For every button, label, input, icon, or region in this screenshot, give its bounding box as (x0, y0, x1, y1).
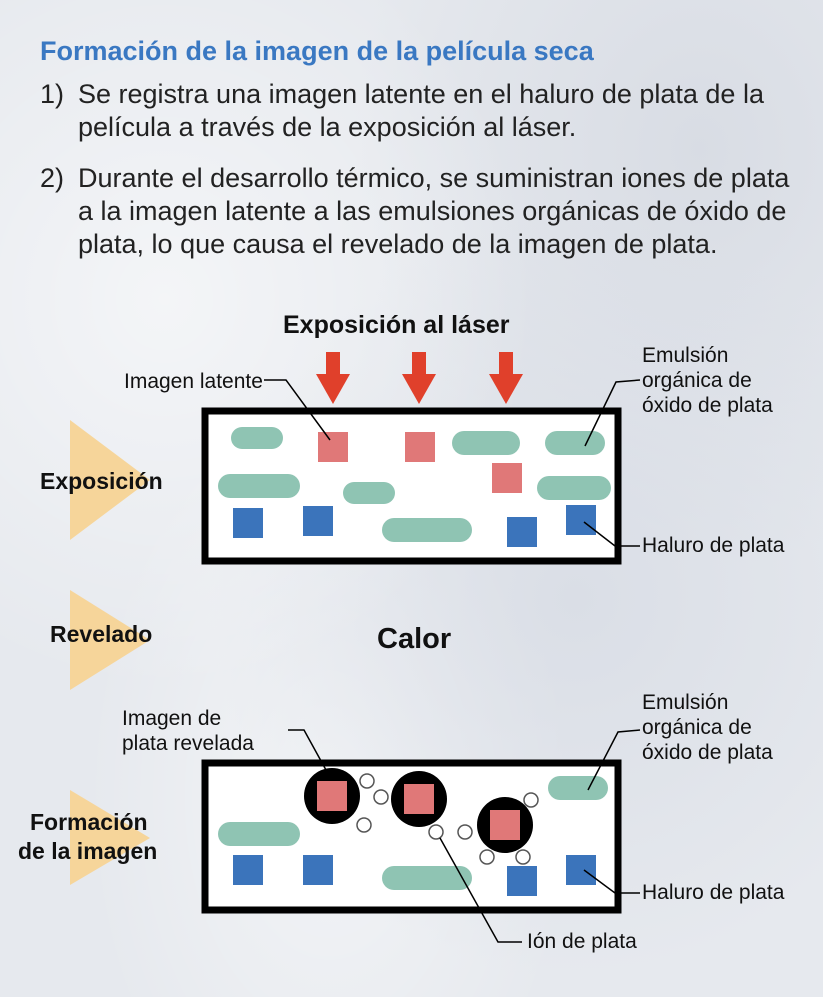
silver-halide-square (566, 855, 596, 885)
developed-silver-image (304, 768, 360, 824)
developed-silver-image (477, 797, 533, 853)
latent-image-square (492, 463, 522, 493)
emulsion-particle (548, 776, 608, 800)
stage-arrow-exposure (70, 420, 150, 540)
stage-exposure-label: Exposición (40, 468, 163, 494)
heat-label: Calor (377, 623, 452, 655)
emulsion-particle (382, 866, 472, 890)
leader-line-developed (288, 729, 327, 771)
latent-image-square (318, 432, 348, 462)
step-1-number: 1) (40, 79, 65, 109)
stage-arrow-formation (70, 790, 150, 885)
developed-image-label-2: plata revelada (122, 732, 254, 755)
emulsion-top-label-1: Emulsión (642, 344, 729, 367)
emulsion-particle (231, 427, 283, 449)
laser-arrow (316, 352, 350, 404)
emulsion-particle (343, 482, 395, 504)
halide-bottom-label: Haluro de plata (642, 881, 785, 904)
emulsion-bottom-label-3: óxido de plata (642, 741, 773, 764)
silver-halide-square (233, 508, 263, 538)
emulsion-particle (382, 518, 472, 542)
stage-development-label: Revelado (50, 621, 153, 647)
silver-halide-square (566, 505, 596, 535)
laser-exposure-title: Exposición al láser (283, 311, 510, 339)
silver-ion (457, 824, 473, 840)
emulsion-bottom-label-2: orgánica de (642, 716, 752, 739)
emulsion-top-label-2: orgánica de (642, 369, 752, 392)
developed-image-label-1: Imagen de (122, 707, 222, 730)
silver-ions (356, 773, 539, 865)
silver-ion (373, 789, 389, 805)
silver-halide-square (233, 855, 263, 885)
silver-ion-label: Ión de plata (527, 930, 637, 953)
silver-halide-square (303, 855, 333, 885)
leader-line-emulsion-top (584, 379, 641, 447)
silver-halide-square (507, 517, 537, 547)
leader-line-halide-top (583, 521, 640, 547)
emulsion-particle (218, 474, 300, 498)
leader-line-halide-bottom (583, 869, 640, 894)
step-2-text: Durante el desarrollo térmico, se sumini… (78, 163, 790, 259)
emulsion-top-label-3: óxido de plata (642, 394, 773, 417)
step-2-number: 2) (40, 163, 65, 193)
leader-line-emulsion-bottom (587, 729, 641, 791)
stage-arrow-development (70, 590, 150, 690)
silver-ion (523, 792, 539, 808)
leader-line-latent (264, 379, 331, 441)
latent-image-label: Imagen latente (124, 370, 263, 393)
step-1-text: Se registra una imagen latente en el hal… (78, 79, 764, 142)
emulsion-particle (545, 431, 605, 455)
emulsion-particle (452, 431, 520, 455)
silver-ion (515, 849, 531, 865)
silver-halide-square (507, 866, 537, 896)
silver-ion (359, 773, 375, 789)
laser-arrow (489, 352, 523, 404)
silver-ion (428, 824, 444, 840)
stage-formation-label-2: de la imagen (18, 838, 158, 864)
latent-image-square (405, 432, 435, 462)
laser-arrow (402, 352, 436, 404)
emulsion-bottom-label-1: Emulsión (642, 691, 729, 714)
developed-silver-image (391, 771, 447, 827)
silver-ion (479, 849, 495, 865)
emulsion-particle (537, 476, 611, 500)
halide-top-label: Haluro de plata (642, 534, 785, 557)
leader-line-silver-ion (439, 837, 522, 943)
silver-halide-square (303, 506, 333, 536)
silver-ion (356, 817, 372, 833)
stage-formation-label-1: Formación (30, 809, 148, 835)
page-title: Formación de la imagen de la película se… (40, 36, 594, 66)
emulsion-particle (218, 822, 300, 846)
